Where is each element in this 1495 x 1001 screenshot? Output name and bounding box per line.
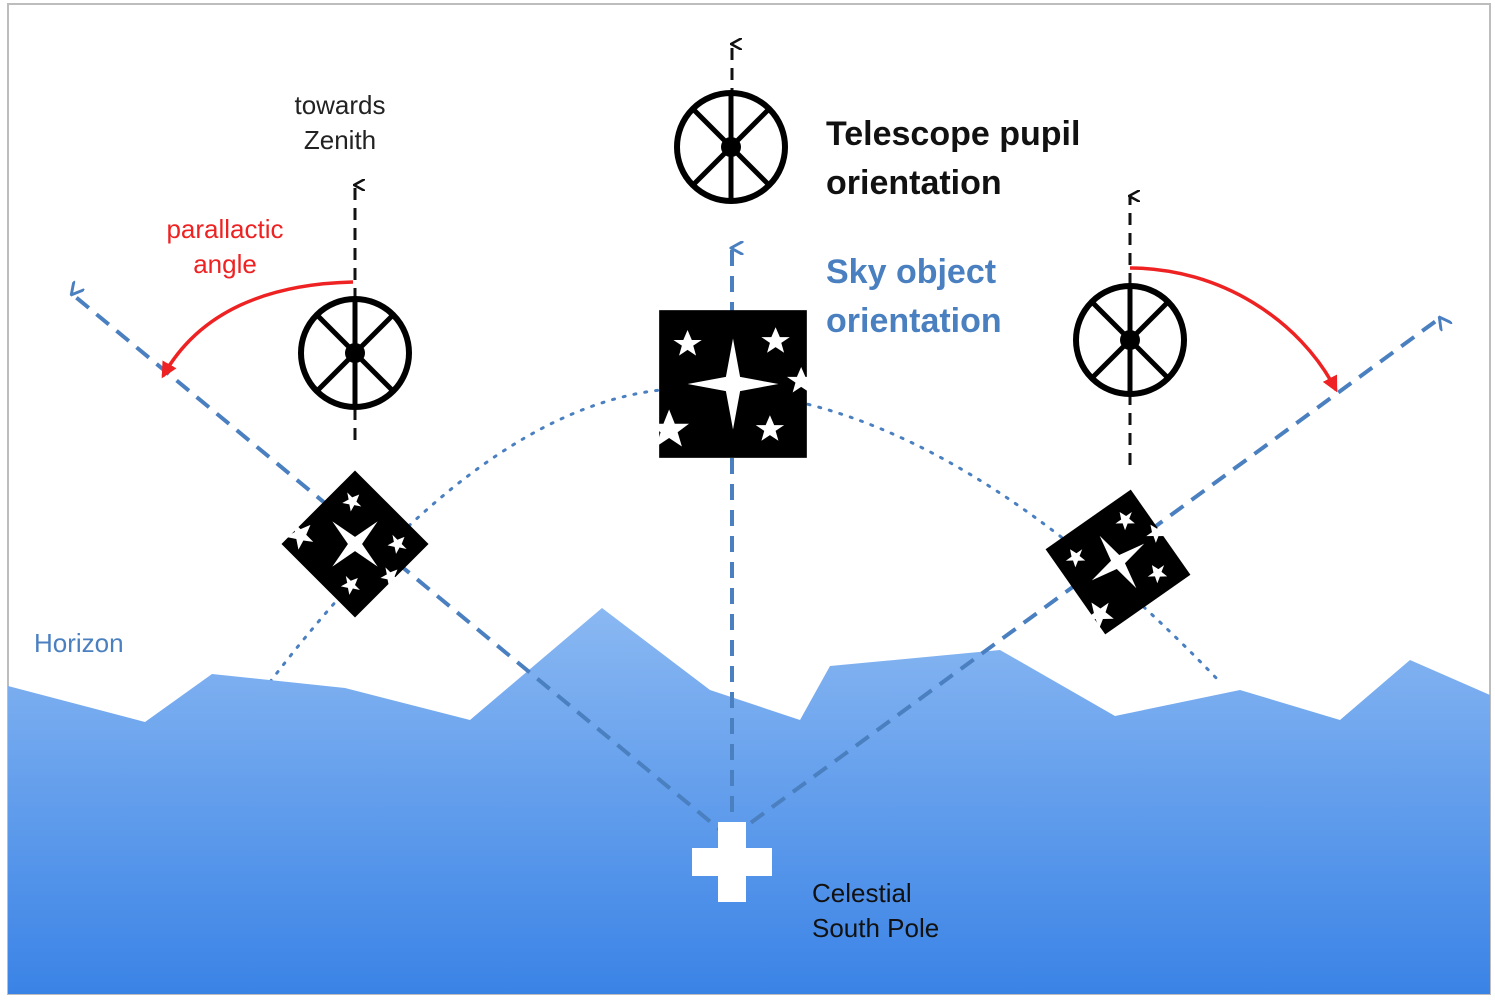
pupil-wheel-icon — [1076, 286, 1184, 394]
right-sky-direction-line — [728, 318, 1440, 840]
star-field-icon — [649, 310, 816, 458]
star-field-icon — [1039, 486, 1196, 639]
parallactic-angle-label: parallactic angle — [166, 214, 284, 280]
left-parallactic-arc — [161, 280, 354, 379]
cross-icon — [692, 822, 772, 902]
celestial-pole-label: Celestial South Pole — [812, 878, 940, 944]
right-parallactic-arc — [1129, 266, 1338, 393]
telescope-pupil-label: Telescope pupil orientation — [826, 115, 1081, 203]
horizon-label: Horizon — [34, 628, 124, 658]
star-field-icon — [276, 465, 433, 622]
sky-object-label: Sky object orientation — [826, 253, 1002, 341]
pupil-wheel-icon — [301, 299, 409, 407]
pupil-wheel-icon — [677, 93, 785, 201]
towards-zenith-label: towards Zenith — [294, 90, 386, 156]
ground-horizon — [8, 608, 1490, 994]
